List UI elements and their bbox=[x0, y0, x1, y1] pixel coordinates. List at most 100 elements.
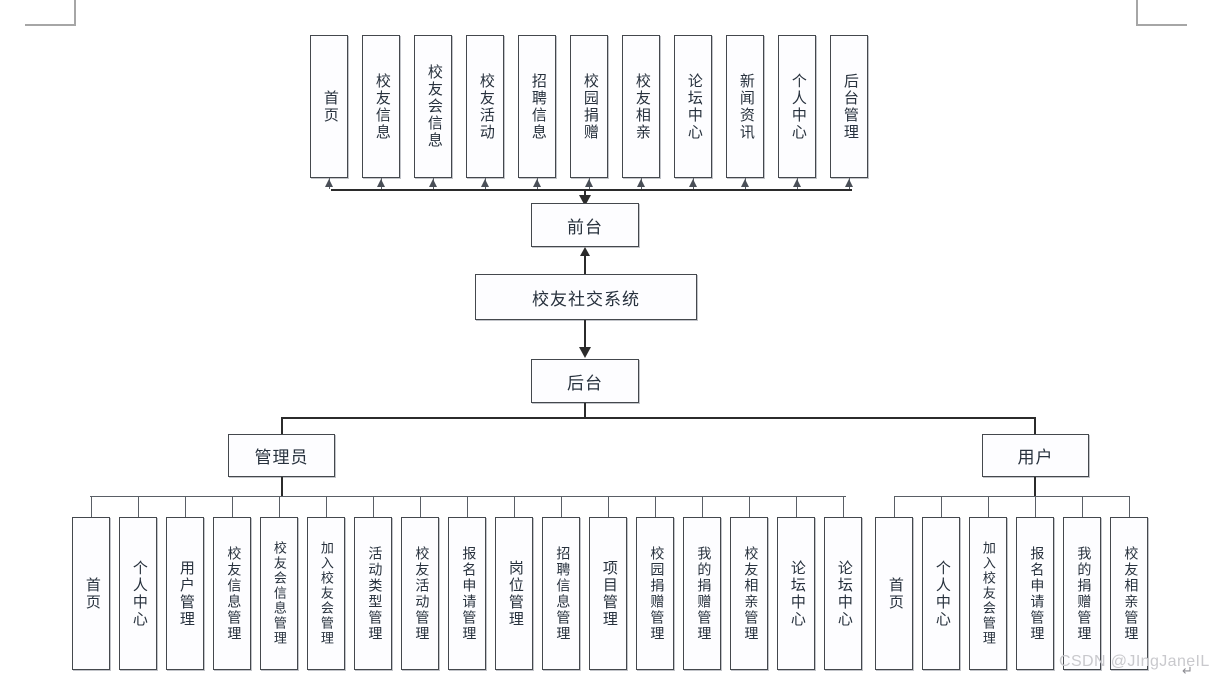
admin-connector-16 bbox=[795, 496, 797, 517]
frontend-module-5-label: 招聘信息 bbox=[529, 72, 546, 141]
frontend-module-7-label: 校友相亲 bbox=[633, 72, 650, 141]
admin-module-12-label: 项目管理 bbox=[600, 559, 617, 628]
frontend-module-4[interactable]: 校友活动 bbox=[466, 35, 504, 178]
user-module-3[interactable]: 加入校友会管理 bbox=[969, 517, 1007, 670]
admin-connector-12 bbox=[607, 496, 609, 517]
admin-module-10[interactable]: 岗位管理 bbox=[495, 517, 533, 670]
admin-module-2[interactable]: 个人中心 bbox=[119, 517, 157, 670]
frontend-module-5[interactable]: 招聘信息 bbox=[518, 35, 556, 178]
node-role-admin[interactable]: 管理员 bbox=[228, 434, 335, 477]
user-module-5-label: 我的捐赠管理 bbox=[1075, 545, 1091, 642]
admin-module-7-label: 活动类型管理 bbox=[366, 545, 382, 642]
admin-module-15-label: 校友相亲管理 bbox=[742, 545, 758, 642]
frontend-arrow-up-icon-6 bbox=[585, 179, 593, 187]
user-connector-3 bbox=[987, 496, 989, 517]
frontend-arrow-up-icon-9 bbox=[741, 179, 749, 187]
frontend-module-10[interactable]: 个人中心 bbox=[778, 35, 816, 178]
admin-connector-3 bbox=[184, 496, 186, 517]
admin-module-17-label: 论坛中心 bbox=[835, 559, 852, 628]
user-module-4-label: 报名申请管理 bbox=[1028, 545, 1044, 642]
admin-connector-1 bbox=[90, 496, 92, 517]
admin-module-6[interactable]: 加入校友会管理 bbox=[307, 517, 345, 670]
admin-connector-6 bbox=[325, 496, 327, 517]
node-role-admin-label: 管理员 bbox=[254, 448, 309, 467]
admin-module-16[interactable]: 论坛中心 bbox=[777, 517, 815, 670]
admin-module-11[interactable]: 招聘信息管理 bbox=[542, 517, 580, 670]
user-module-5[interactable]: 我的捐赠管理 bbox=[1063, 517, 1101, 670]
backend-to-admin-drop bbox=[281, 417, 283, 434]
admin-connector-14 bbox=[701, 496, 703, 517]
root-to-backend-stem bbox=[584, 320, 586, 350]
frontend-arrow-up-icon-1 bbox=[325, 179, 333, 187]
user-module-1[interactable]: 首页 bbox=[875, 517, 913, 670]
admin-connector-5 bbox=[278, 496, 280, 517]
frontend-arrow-up-icon-5 bbox=[533, 179, 541, 187]
node-role-user[interactable]: 用户 bbox=[982, 434, 1089, 477]
admin-module-16-label: 论坛中心 bbox=[788, 559, 805, 628]
frontend-arrow-up-icon-7 bbox=[637, 179, 645, 187]
page-margin-mark-top-right bbox=[1136, 0, 1196, 46]
admin-connector-7 bbox=[372, 496, 374, 517]
admin-module-3-label: 用户管理 bbox=[177, 559, 194, 628]
frontend-module-6[interactable]: 校园捐赠 bbox=[570, 35, 608, 178]
admin-connector-10 bbox=[513, 496, 515, 517]
frontend-module-11[interactable]: 后台管理 bbox=[830, 35, 868, 178]
admin-connector-17 bbox=[842, 496, 844, 517]
node-backend-label: 后台 bbox=[567, 373, 603, 393]
admin-module-4[interactable]: 校友信息管理 bbox=[213, 517, 251, 670]
admin-module-14-label: 我的捐赠管理 bbox=[695, 545, 711, 642]
node-backend[interactable]: 后台 bbox=[531, 359, 639, 403]
root-to-frontend-stem bbox=[584, 256, 586, 274]
frontend-arrow-down-icon bbox=[579, 195, 591, 206]
user-module-6[interactable]: 校友相亲管理 bbox=[1110, 517, 1148, 670]
user-connector-4 bbox=[1034, 496, 1036, 517]
backend-split-stem bbox=[584, 403, 586, 418]
admin-module-5[interactable]: 校友会信息管理 bbox=[260, 517, 298, 670]
frontend-module-2[interactable]: 校友信息 bbox=[362, 35, 400, 178]
admin-connector-9 bbox=[466, 496, 468, 517]
admin-module-7[interactable]: 活动类型管理 bbox=[354, 517, 392, 670]
frontend-arrow-up-icon-11 bbox=[845, 179, 853, 187]
frontend-module-9-label: 新闻资讯 bbox=[737, 72, 754, 141]
user-module-2[interactable]: 个人中心 bbox=[922, 517, 960, 670]
frontend-module-10-label: 个人中心 bbox=[789, 72, 806, 141]
frontend-arrow-up-icon-2 bbox=[377, 179, 385, 187]
admin-module-5-label: 校友会信息管理 bbox=[271, 541, 287, 646]
admin-module-17[interactable]: 论坛中心 bbox=[824, 517, 862, 670]
admin-bus-stem bbox=[281, 477, 283, 497]
frontend-module-2-label: 校友信息 bbox=[373, 72, 390, 141]
admin-module-1-label: 首页 bbox=[83, 576, 100, 611]
admin-module-12[interactable]: 项目管理 bbox=[589, 517, 627, 670]
frontend-module-9[interactable]: 新闻资讯 bbox=[726, 35, 764, 178]
admin-module-13[interactable]: 校园捐赠管理 bbox=[636, 517, 674, 670]
user-connector-2 bbox=[940, 496, 942, 517]
frontend-module-8-label: 论坛中心 bbox=[685, 72, 702, 141]
frontend-module-8[interactable]: 论坛中心 bbox=[674, 35, 712, 178]
node-role-user-label: 用户 bbox=[1017, 448, 1054, 467]
frontend-module-1[interactable]: 首页 bbox=[310, 35, 348, 178]
user-module-4[interactable]: 报名申请管理 bbox=[1016, 517, 1054, 670]
admin-module-3[interactable]: 用户管理 bbox=[166, 517, 204, 670]
admin-module-8[interactable]: 校友活动管理 bbox=[401, 517, 439, 670]
frontend-module-3[interactable]: 校友会信息 bbox=[414, 35, 452, 178]
frontend-bus-line bbox=[331, 189, 852, 191]
frontend-module-1-label: 首页 bbox=[321, 89, 338, 124]
admin-connector-13 bbox=[654, 496, 656, 517]
admin-module-15[interactable]: 校友相亲管理 bbox=[730, 517, 768, 670]
root-to-frontend-arrow-up-icon bbox=[580, 247, 590, 256]
admin-bus-line bbox=[90, 496, 846, 497]
frontend-arrow-up-icon-8 bbox=[689, 179, 697, 187]
node-root-system[interactable]: 校友社交系统 bbox=[475, 274, 697, 320]
admin-connector-11 bbox=[560, 496, 562, 517]
frontend-module-4-label: 校友活动 bbox=[477, 72, 494, 141]
admin-module-4-label: 校友信息管理 bbox=[225, 545, 241, 642]
node-frontend[interactable]: 前台 bbox=[531, 203, 639, 247]
admin-connector-4 bbox=[231, 496, 233, 517]
frontend-module-11-label: 后台管理 bbox=[841, 72, 858, 141]
user-module-6-label: 校友相亲管理 bbox=[1122, 545, 1138, 642]
admin-module-1[interactable]: 首页 bbox=[72, 517, 110, 670]
frontend-module-7[interactable]: 校友相亲 bbox=[622, 35, 660, 178]
user-module-1-label: 首页 bbox=[886, 576, 903, 611]
admin-module-9[interactable]: 报名申请管理 bbox=[448, 517, 486, 670]
admin-module-14[interactable]: 我的捐赠管理 bbox=[683, 517, 721, 670]
